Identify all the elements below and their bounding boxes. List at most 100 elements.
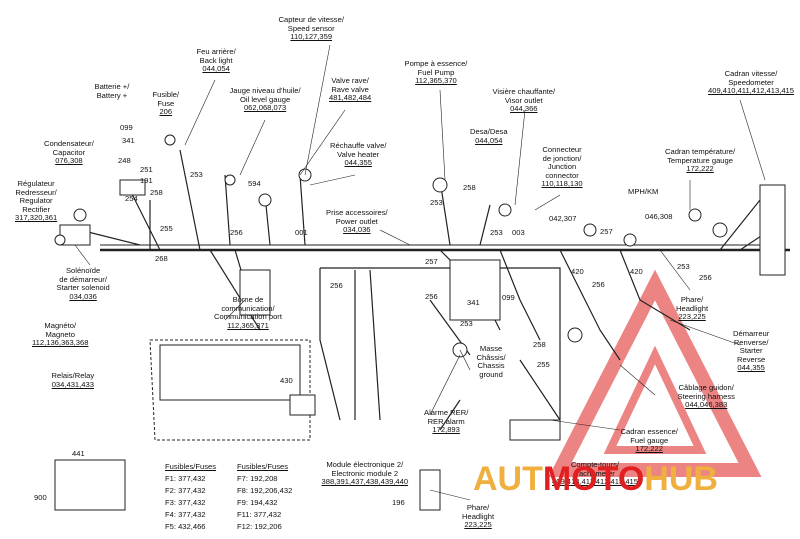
callout-number: 253 (677, 262, 690, 271)
label-line: Battery + (96, 90, 128, 100)
callout-number: 253 (460, 319, 473, 328)
fuse-row: F2: 377,432 (165, 486, 206, 495)
callout-number: 420 (571, 267, 584, 276)
label-ref: 044,366 (510, 104, 538, 114)
label-ref: 044,054 (202, 64, 230, 74)
callout-number: 251 (140, 165, 153, 174)
label-line: de jonction/ (542, 153, 582, 163)
label-ref: 223,225 (678, 312, 706, 322)
label-ref: 110,118,130 (541, 179, 583, 189)
callout-number: 257 (425, 257, 438, 266)
label-ref: 206 (159, 107, 173, 117)
label-line: Capteur de vitesse/ (278, 15, 344, 24)
watermark-prefix: AUT (473, 460, 543, 498)
label-line: Feu arrière/ (196, 47, 236, 56)
label-line: Headlight (462, 511, 495, 521)
label-ref: 172,222 (686, 164, 714, 174)
callout-number: 003 (512, 228, 525, 237)
label-ref: 034,036 (343, 225, 371, 235)
label-ref: 409,410,411,412,413,415 (708, 86, 795, 96)
callout-number: 042,307 (549, 214, 577, 223)
watermark-text: AUTMOTOHUB (473, 462, 718, 496)
callout-number: 258 (463, 183, 476, 192)
label-line: Capacitor (52, 147, 86, 157)
callout-number: 255 (160, 224, 173, 233)
label-line: Visière chauffante/ (492, 87, 556, 96)
label-ref: 044,054 (475, 135, 503, 145)
label-line: Renverse/ (733, 337, 769, 347)
callout-number: 255 (537, 360, 550, 369)
label-line: Fuel Pump (417, 67, 455, 77)
fuse-row: F3: 377,432 (165, 498, 206, 507)
label-ref: 062,068,073 (243, 103, 287, 113)
label-line: Connecteur (542, 145, 582, 154)
callout-number: 258 (533, 340, 546, 349)
label-line: Starter solenoid (56, 283, 110, 293)
fuse-row: F1: 377,432 (165, 474, 206, 483)
fuse-row: F12: 192,206 (237, 522, 282, 531)
label-ref: 388,391,437,438,439,440 (321, 477, 409, 487)
leader-lines (74, 44, 766, 501)
label-line: communication/ (221, 303, 275, 313)
label-line: Cadran vitesse/ (724, 69, 778, 78)
label-line: Desa/Desa (470, 127, 508, 136)
fuses-left-header: Fusibles/Fuses (165, 462, 217, 471)
label-line: Electronic module 2 (331, 468, 399, 478)
fuse-row: F4: 377,432 (165, 510, 206, 519)
fuse-row: F8: 192,206,432 (237, 486, 293, 495)
label-line: Oil level gauge (239, 94, 291, 104)
callout-number: 256 (425, 292, 438, 301)
label-line: ground (479, 369, 503, 379)
callout-number: 594 (248, 179, 261, 188)
watermark-suffix: HUB (644, 460, 718, 498)
callout-number: 430 (280, 376, 293, 385)
components (54, 134, 786, 511)
label-line: Power outlet (335, 216, 378, 226)
label-ref: 112,365,371 (227, 320, 269, 330)
fuse-row: F7: 192,208 (237, 474, 278, 483)
label-line: connector (545, 170, 579, 180)
label-ref: 044,355 (737, 363, 765, 373)
label-line: Solénoïde (65, 266, 101, 275)
label-line: Réchauffe valve/ (330, 141, 387, 150)
label-ref: 223,225 (464, 520, 492, 530)
label-line: Cadran essence/ (620, 427, 678, 436)
label-line: Rave valve (331, 84, 369, 94)
callout-number: 900 (34, 493, 47, 502)
label-ref: 044,046,383 (685, 400, 728, 410)
label-line: Starter (739, 346, 763, 356)
label-line: Borne de (232, 295, 264, 304)
callout-number: 253 (490, 228, 503, 237)
label-line: Régulateur (17, 179, 55, 188)
label-line: Temperature gauge (667, 155, 733, 165)
label-line: Junction (547, 162, 577, 172)
callout-number: 248 (118, 156, 131, 165)
callout-number: 256 (230, 228, 243, 237)
label-ref: 317,320,361 (15, 213, 58, 223)
label-batterie: Batterie +/Battery + (94, 82, 130, 100)
label-line: Jauge niveau d'huile/ (229, 86, 301, 95)
callout-number: 253 (190, 170, 203, 179)
callout-number: 256 (592, 280, 605, 289)
label-line: Batterie +/ (94, 82, 130, 91)
label-ref: 112,136,363,368 (32, 338, 89, 348)
label-line: Pompe à essence/ (404, 59, 468, 68)
callout-number: 256 (330, 281, 343, 290)
label-line: Tachometer (575, 468, 615, 478)
label-line: Chassis (477, 361, 505, 371)
callout-number: 099 (502, 293, 515, 302)
